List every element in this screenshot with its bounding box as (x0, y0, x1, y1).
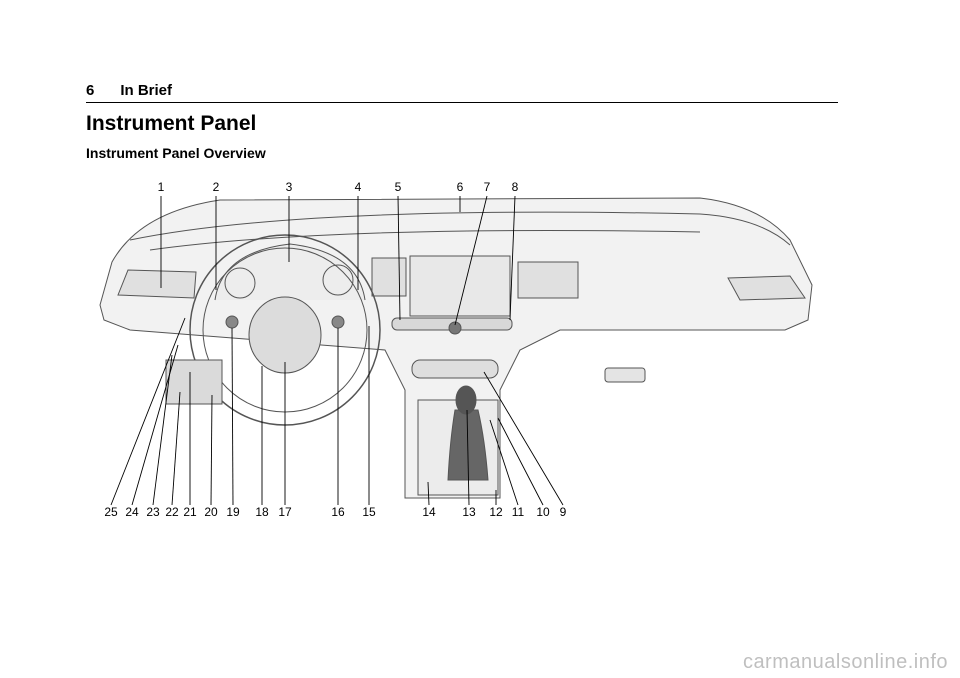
watermark: carmanualsonline.info (742, 651, 948, 673)
callout-bottom-10: 10 (536, 505, 550, 519)
callout-bottom-25: 25 (104, 505, 118, 519)
callout-top-6: 6 (457, 180, 464, 194)
callout-top-2: 2 (213, 180, 220, 194)
callout-bottom-16: 16 (331, 505, 345, 519)
callout-bottom-19: 19 (226, 505, 240, 519)
callout-bottom-14: 14 (422, 505, 436, 519)
callout-bottom-12: 12 (489, 505, 503, 519)
callout-bottom-15: 15 (362, 505, 376, 519)
callout-bottom-21: 21 (183, 505, 197, 519)
figure-subtitle: Instrument Panel Overview (86, 145, 266, 161)
callout-leaders (110, 195, 564, 506)
callout-bottom-9: 9 (560, 505, 567, 519)
callout-bottom-17: 17 (278, 505, 292, 519)
callout-bottom-18: 18 (255, 505, 269, 519)
callout-bottom-20: 20 (204, 505, 218, 519)
page-title: Instrument Panel (86, 112, 257, 135)
section-name: In Brief (120, 82, 173, 99)
callout-top-3: 3 (286, 180, 293, 194)
callout-bottom-23: 23 (146, 505, 160, 519)
page-number: 6 (86, 82, 95, 99)
running-header: 6 In Brief (86, 82, 172, 99)
callout-bottom-11: 11 (512, 505, 525, 519)
callout-top-5: 5 (395, 180, 402, 194)
header-rule (86, 102, 838, 103)
callout-top-8: 8 (512, 180, 519, 194)
callout-bottom-24: 24 (125, 505, 139, 519)
callout-top-7: 7 (484, 180, 491, 194)
callout-top-1: 1 (158, 180, 165, 194)
callout-bottom-22: 22 (165, 505, 179, 519)
callout-bottom-13: 13 (462, 505, 476, 519)
callout-top-4: 4 (355, 180, 362, 194)
